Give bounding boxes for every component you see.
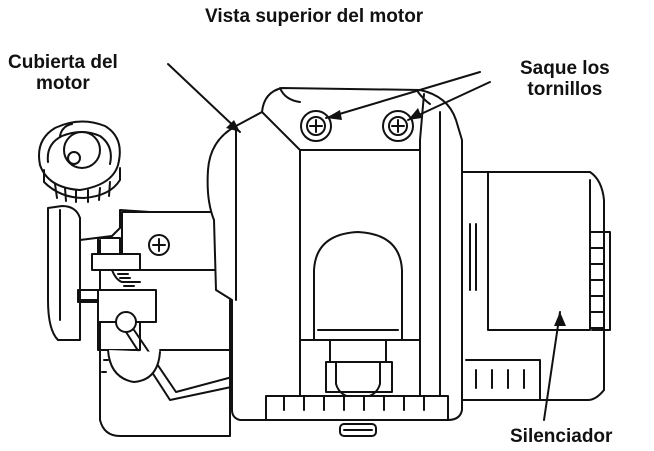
arrowhead-cover <box>226 120 240 132</box>
remove-screws-label: Saque los tornillos <box>520 58 610 100</box>
arrowhead-screw-right <box>408 108 422 120</box>
crankcase <box>99 299 231 437</box>
remove-screws-label-line-1: Saque los <box>520 58 610 79</box>
carburetor <box>91 211 237 401</box>
arrowhead-muffler <box>554 312 566 326</box>
arrowhead-screw-left <box>326 110 342 120</box>
engine-cover-label-line-1: Cubierta del <box>8 52 118 73</box>
center-housing <box>299 231 421 399</box>
remove-screws-label-line-2: tornillos <box>527 79 603 100</box>
screw-right <box>382 110 414 142</box>
muffler-label: Silenciador <box>510 426 613 447</box>
diagram-title: Vista superior del motor <box>205 6 424 27</box>
leader-lines <box>167 63 561 421</box>
fuel-cap <box>38 120 121 203</box>
screw-left <box>300 110 332 142</box>
engine-cover-label-line-2: motor <box>35 73 90 94</box>
engine-cover-label: Cubierta del motor <box>8 52 118 94</box>
cover-fins <box>265 395 449 437</box>
muffler <box>461 171 611 401</box>
